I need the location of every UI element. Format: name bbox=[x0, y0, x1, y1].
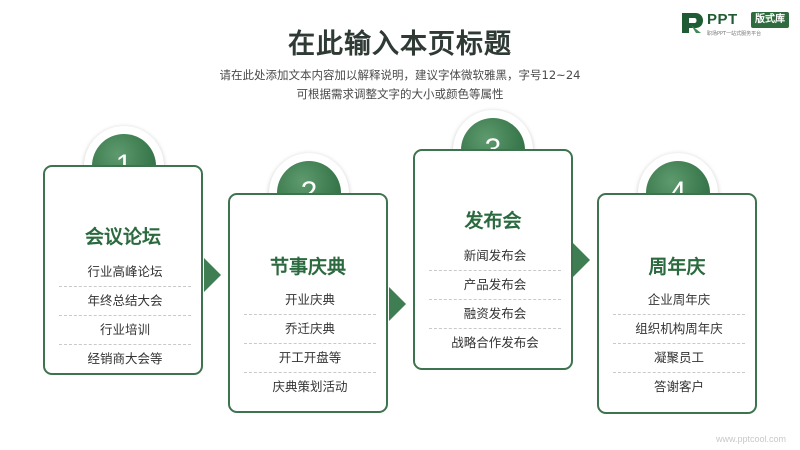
card-1-item-4: 经销商大会等 bbox=[87, 351, 163, 366]
logo-mark-icon bbox=[682, 13, 703, 33]
card-2-item-2: 乔迁庆典 bbox=[244, 314, 376, 344]
card-2-item-3: 开工开盘等 bbox=[244, 343, 376, 373]
arrow-right-icon-2 bbox=[389, 287, 406, 321]
page-subtitle-line-1[interactable]: 请在此处添加文本内容加以解释说明，建议字体微软雅黑，字号12~24 bbox=[219, 68, 581, 82]
arrow-right-icon-1 bbox=[204, 258, 221, 292]
service-card-3[interactable]: 发布会 新闻发布会 产品发布会 融资发布会 战略合作发布会 bbox=[413, 149, 573, 370]
card-1-item-3: 行业培训 bbox=[59, 315, 191, 345]
logo-badge: 版式库 bbox=[751, 12, 789, 28]
card-4-item-4: 答谢客户 bbox=[653, 379, 704, 394]
arrow-right-icon-3 bbox=[573, 243, 590, 277]
card-1-item-2: 年终总结大会 bbox=[59, 286, 191, 316]
watermark: www.pptcool.com bbox=[715, 434, 786, 444]
page-subtitle-line-2[interactable]: 可根据需求调整文字的大小或颜色等属性 bbox=[296, 87, 504, 101]
brand-logo: PPT 版式库 职场PPT一站式服务平台 bbox=[679, 9, 795, 39]
card-3-item-3: 融资发布会 bbox=[429, 299, 561, 329]
card-4-item-2: 组织机构周年庆 bbox=[613, 314, 745, 344]
card-4-item-3: 凝聚员工 bbox=[613, 343, 745, 373]
card-title-4: 周年庆 bbox=[648, 256, 706, 278]
card-2-item-4: 庆典策划活动 bbox=[272, 379, 348, 394]
service-card-2[interactable]: 节事庆典 开业庆典 乔迁庆典 开工开盘等 庆典策划活动 bbox=[228, 193, 388, 413]
logo-brand-text: PPT bbox=[707, 11, 738, 28]
page-title[interactable]: 在此输入本页标题 bbox=[288, 29, 512, 60]
card-4-item-1: 企业周年庆 bbox=[613, 285, 745, 315]
service-card-1[interactable]: 会议论坛 行业高峰论坛 年终总结大会 行业培训 经销商大会等 bbox=[43, 165, 203, 375]
card-title-1: 会议论坛 bbox=[84, 226, 161, 248]
card-2-item-1: 开业庆典 bbox=[244, 285, 376, 315]
card-1-item-1: 行业高峰论坛 bbox=[59, 257, 191, 287]
logo-tagline: 职场PPT一站式服务平台 bbox=[707, 31, 762, 37]
card-title-2: 节事庆典 bbox=[269, 256, 346, 278]
service-card-4[interactable]: 周年庆 企业周年庆 组织机构周年庆 凝聚员工 答谢客户 bbox=[597, 193, 757, 414]
card-3-item-2: 产品发布会 bbox=[429, 270, 561, 300]
card-title-3: 发布会 bbox=[464, 210, 522, 232]
card-3-item-1: 新闻发布会 bbox=[429, 241, 561, 271]
card-3-item-4: 战略合作发布会 bbox=[451, 335, 539, 350]
